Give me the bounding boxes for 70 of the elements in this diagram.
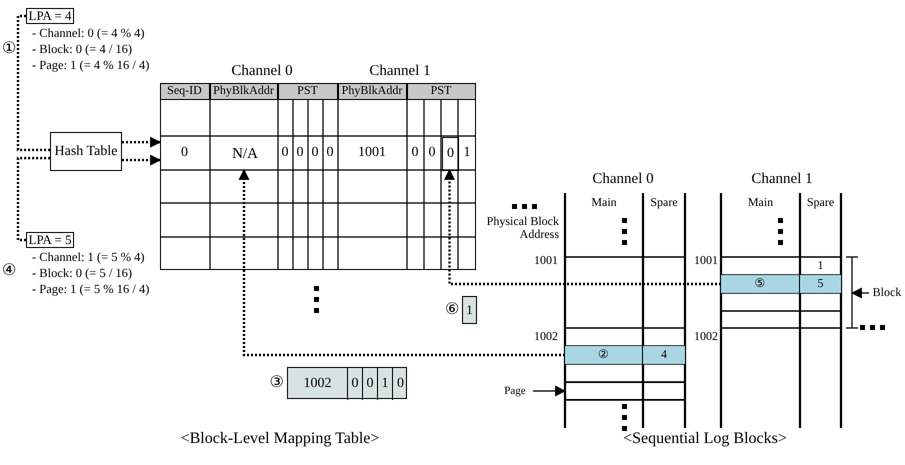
cell-value: 1001: [357, 144, 387, 162]
note-text: - Block: 0 (= 4 / 16): [32, 42, 134, 57]
arrow: [444, 168, 721, 286]
header-cell: Seq-ID: [160, 82, 210, 100]
value-box: 1: [462, 296, 477, 324]
note-text: - Page: 1 (= 4 % 16 / 4): [32, 58, 150, 73]
page-row: [565, 346, 685, 364]
mapping-entry-box: [287, 367, 407, 399]
cell-value: 0: [326, 144, 334, 162]
cell-value: 0: [410, 144, 420, 162]
step-number: ③: [268, 374, 284, 391]
table-cell: N/A: [211, 137, 279, 171]
note-text: - Channel: 1 (= 5 % 4): [32, 250, 146, 265]
cell-value: 4: [660, 346, 668, 364]
cell-value: 0: [348, 368, 363, 400]
address-label: 1001: [533, 254, 558, 268]
cell-value: 0: [280, 144, 290, 162]
cell-value: 0: [363, 368, 378, 400]
cell-value: 1: [378, 368, 393, 400]
cell-value: 0: [310, 144, 320, 162]
header-cell: PST: [406, 82, 476, 100]
caption-text: <Sequential Log Blocks>: [622, 429, 788, 450]
cell-value: ②: [565, 346, 643, 364]
cell-value: 1: [816, 258, 824, 274]
mapping-table: [160, 83, 476, 270]
address-label: 1002: [533, 330, 558, 344]
connector-line: [16, 156, 50, 242]
note-text: - Page: 1 (= 5 % 16 / 4): [32, 282, 150, 297]
header-cell: PST: [278, 82, 338, 100]
page-row: [721, 275, 841, 293]
column-heading: Spare: [806, 196, 836, 210]
header-cell: PhyBlkAddr: [210, 82, 278, 100]
column-heading: Channel 1: [368, 62, 432, 80]
cell-value: 1: [462, 144, 472, 162]
cell-value: 0: [428, 144, 436, 162]
lpa-box: LPA = 5: [26, 232, 74, 248]
note-text: - Block: 0 (= 5 / 16): [32, 266, 134, 281]
arrow: [533, 386, 566, 396]
note-text: - Channel: 0 (= 4 % 4): [32, 26, 146, 41]
cell-value: 0: [296, 144, 304, 162]
arrow: [122, 136, 162, 148]
block-label: Block: [869, 285, 905, 301]
step-number: ⑥: [444, 302, 460, 318]
connector-line: [16, 14, 50, 152]
arrow: [238, 168, 565, 356]
step-number: ①: [1, 41, 17, 57]
address-label: 1001: [693, 254, 718, 268]
column-heading: Channel 1: [750, 170, 814, 188]
cell-value: 1002: [288, 368, 348, 400]
axis-label: Physical Block Address: [486, 212, 559, 243]
caption-text: <Block-Level Mapping Table>: [180, 429, 380, 450]
cell-value: 0: [396, 375, 405, 394]
header-cell: PhyBlkAddr: [338, 82, 406, 100]
step-number: ④: [1, 263, 17, 279]
address-label: 1002: [693, 330, 718, 344]
column-heading: Channel 0: [591, 170, 655, 188]
cell-value: 5: [816, 275, 824, 292]
table-cell: 0: [442, 137, 459, 171]
lpa-box: LPA = 4: [26, 8, 74, 24]
leader-arrow: [850, 288, 869, 298]
arrow: [122, 154, 162, 166]
page-label: Page: [497, 384, 533, 398]
page-row: [565, 382, 685, 400]
column-heading: Spare: [649, 196, 679, 210]
cell-value: ⑤: [721, 275, 800, 293]
hash-table-box: Hash Table: [50, 132, 122, 171]
column-heading: Main: [590, 196, 618, 210]
cell-value: 0: [180, 144, 189, 162]
column-heading: Main: [746, 196, 774, 210]
column-heading: Channel 0: [230, 62, 294, 80]
